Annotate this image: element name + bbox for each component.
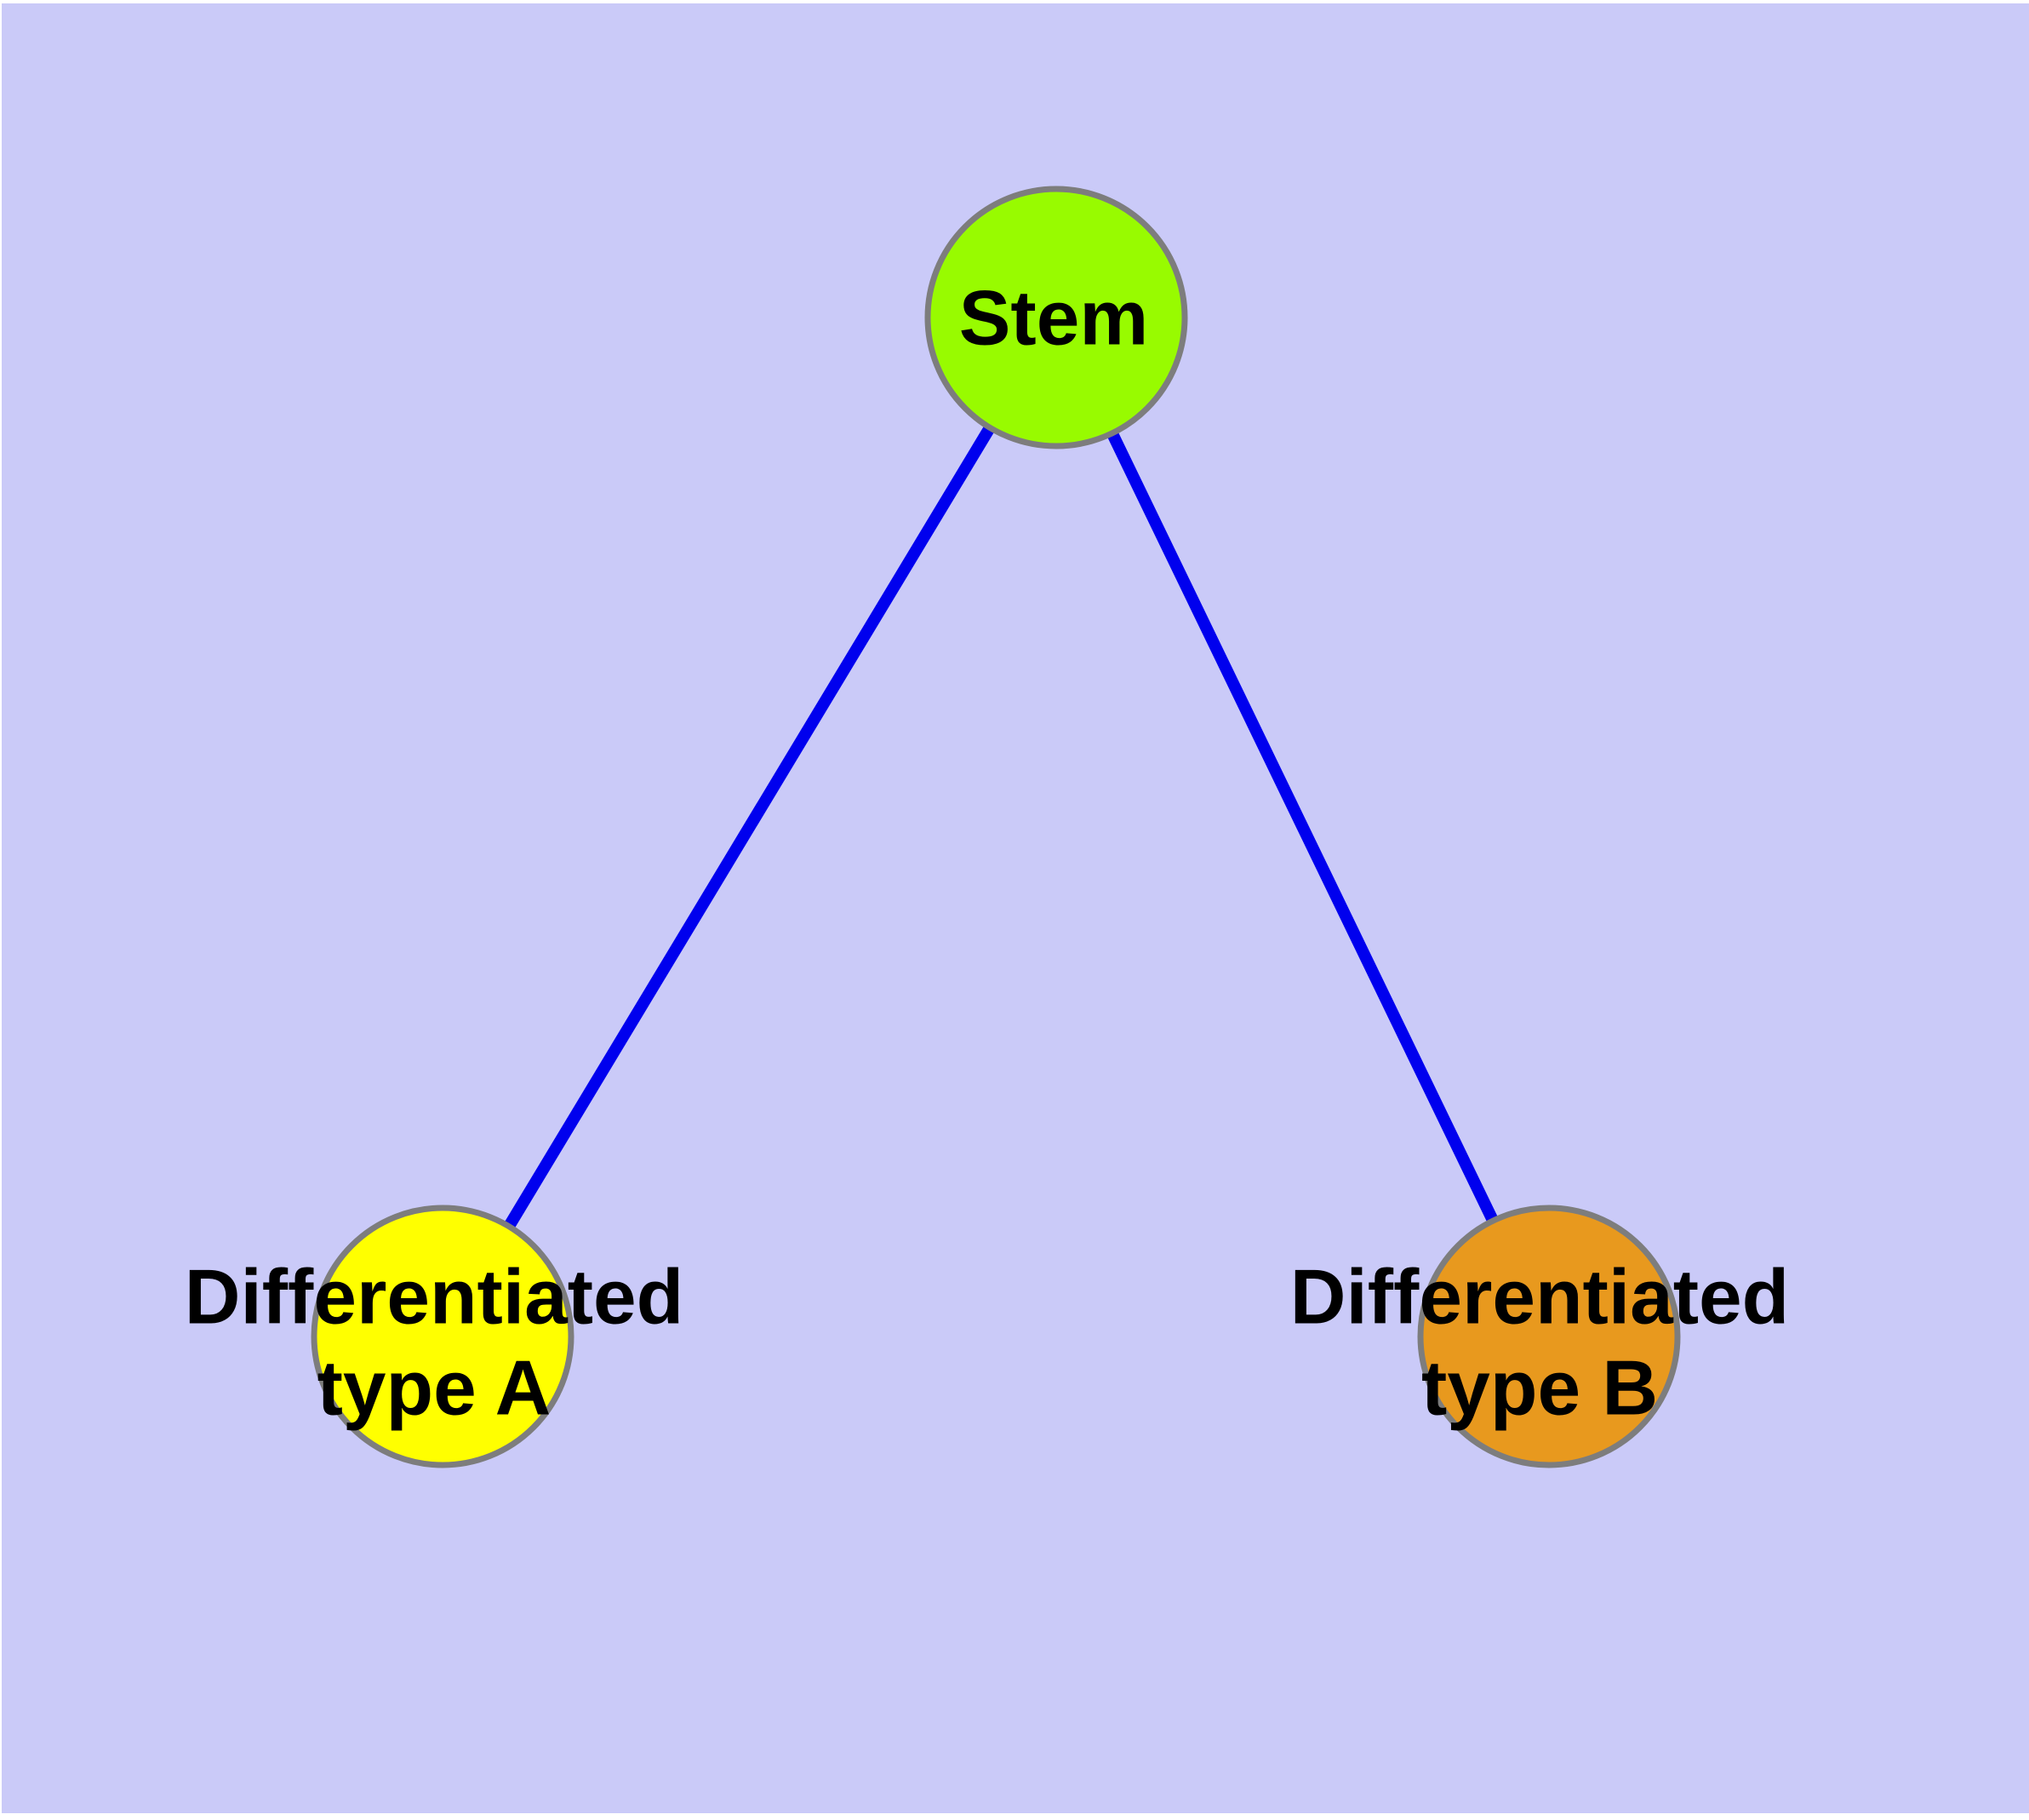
node-type-b-label-line-1: Differentiated [1290, 1255, 1790, 1341]
node-type-a-label-line-2: type A [317, 1346, 552, 1432]
edge-stem-to-type-b [1050, 314, 1555, 1340]
node-type-a [311, 1205, 574, 1468]
edge-stem-to-type-a [437, 314, 1061, 1340]
node-type-b [1417, 1205, 1681, 1468]
node-stem-label: Stem [959, 276, 1149, 362]
node-type-b-label-line-2: type B [1421, 1346, 1658, 1432]
node-stem [924, 186, 1188, 449]
node-type-a-label-line-1: Differentiated [185, 1255, 684, 1341]
